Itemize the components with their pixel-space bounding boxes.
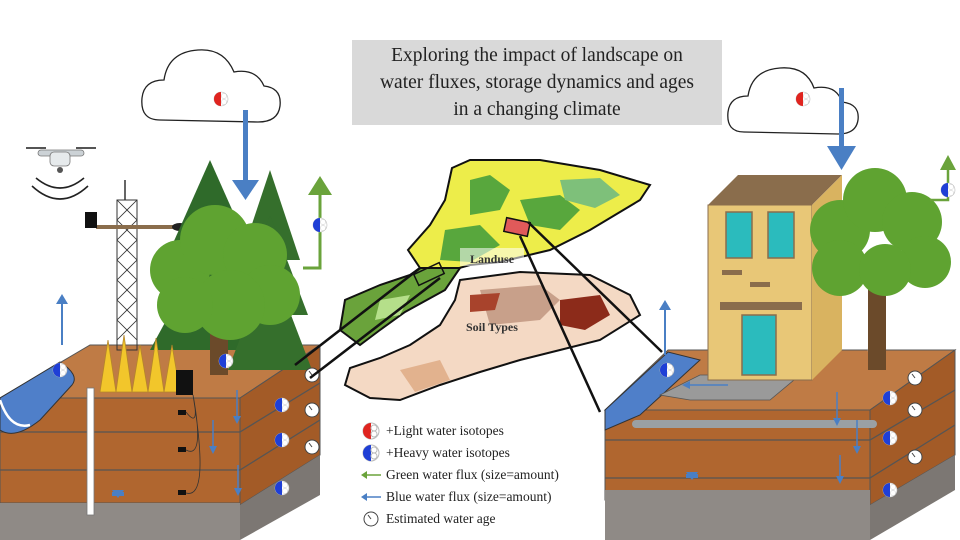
left-block-details [52, 294, 320, 516]
left-soil-block [0, 344, 322, 540]
cloud-isotope-icon [795, 91, 811, 107]
legend-item: +Heavy water isotopes [356, 442, 616, 464]
left-cloud [141, 49, 281, 123]
green-arrow-icon [361, 471, 381, 479]
cloud-isotope-icon [213, 91, 229, 107]
right-cloud [727, 67, 859, 135]
building-icon [707, 175, 842, 381]
legend-label: +Light water isotopes [386, 423, 504, 438]
green-flux-arrow-icon [303, 176, 332, 270]
precipitation-arrow-icon [827, 88, 856, 170]
precipitation-arrow-icon [232, 110, 259, 200]
green-flux-arrow-icon [930, 155, 956, 202]
clock-icon [363, 511, 379, 527]
landuse-label: Landuse [470, 252, 515, 266]
deciduous-tree-right [810, 168, 951, 370]
landscape-map [294, 159, 663, 413]
title-box: Exploring the impact of landscape on wat… [352, 40, 722, 125]
flux-tower [85, 180, 188, 351]
legend: +Light water isotopes +Heavy water isoto… [356, 420, 616, 530]
light-isotope-icon [362, 422, 380, 440]
heavy-isotope-icon [362, 444, 380, 462]
legend-label: Blue water flux (size=amount) [386, 489, 552, 504]
legend-label: +Heavy water isotopes [386, 445, 510, 460]
blue-arrow-icon [361, 493, 381, 501]
legend-item: Green water flux (size=amount) [356, 464, 616, 486]
legend-label: Estimated water age [386, 511, 496, 526]
crop-field [99, 334, 193, 395]
legend-item: Blue water flux (size=amount) [356, 486, 616, 508]
legend-item: +Light water isotopes [356, 420, 616, 442]
diagram-title: Exploring the impact of landscape on wat… [379, 45, 695, 120]
soil-types-label: Soil Types [466, 320, 518, 334]
deciduous-tree [150, 205, 300, 375]
legend-label: Green water flux (size=amount) [386, 467, 559, 482]
legend-item: Estimated water age [356, 508, 616, 530]
drone-icon [26, 147, 96, 200]
